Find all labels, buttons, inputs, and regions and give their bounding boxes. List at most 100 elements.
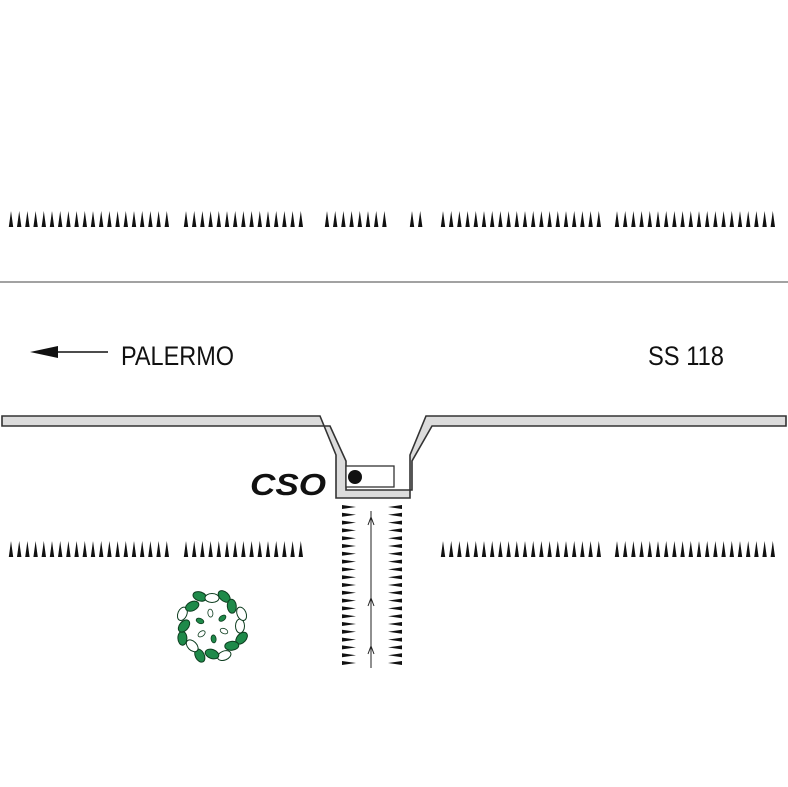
embankment-tick-icon <box>8 541 14 557</box>
embankment-tick-icon <box>216 541 221 557</box>
embankment-tick-icon <box>164 541 169 557</box>
station-dot-icon <box>348 470 362 484</box>
embankment-tick-icon <box>282 211 287 227</box>
road-label: SS 118 <box>648 341 724 371</box>
embankment-tick-icon <box>596 541 601 557</box>
embankment-tick-icon <box>265 541 271 557</box>
embankment-tick-icon <box>572 211 577 227</box>
embankment-tick-icon <box>123 211 128 227</box>
embankment-tick-icon <box>388 512 402 517</box>
embankment-tick-icon <box>342 528 356 533</box>
embankment-tick-icon <box>539 211 544 227</box>
tree-leaf <box>235 618 245 634</box>
embankment-tick-icon <box>721 211 726 227</box>
embankment-tick-icon <box>342 551 356 556</box>
embankment-tick-icon <box>224 211 230 227</box>
embankment-tick-icon <box>90 541 96 557</box>
embankment-tick-icon <box>457 541 462 557</box>
embankment-tick-icon <box>342 590 356 595</box>
embankment-tick-icon <box>631 541 636 557</box>
embankment-tick-icon <box>388 622 402 626</box>
embankment-tick-icon <box>233 541 238 557</box>
embankment-tick-icon <box>341 211 346 227</box>
embankment-tick-icon <box>770 541 775 557</box>
embankment-tick-icon <box>388 661 402 665</box>
embankment-tick-icon <box>746 541 751 557</box>
flow-arrow-icon <box>367 511 375 668</box>
embankment-tick-icon <box>208 541 213 557</box>
embankment-tick-icon <box>25 211 30 227</box>
embankment-tick-icon <box>342 505 356 509</box>
embankment-tick-icon <box>342 661 356 665</box>
embankment-tick-icon <box>506 541 511 557</box>
embankment-tick-icon <box>388 598 402 603</box>
embankment-bottom <box>8 541 775 557</box>
tree-leaf <box>224 640 240 651</box>
embankment-tick-icon <box>342 606 356 611</box>
embankment-tick-icon <box>208 211 213 227</box>
embankment-tick-icon <box>58 541 63 557</box>
embankment-tick-icon <box>572 541 577 557</box>
embankment-tick-icon <box>729 211 734 227</box>
embankment-tick-icon <box>514 211 519 227</box>
embankment-tick-icon <box>131 541 137 557</box>
embankment-tick-icon <box>388 559 402 564</box>
tree-leaf <box>195 617 205 625</box>
embankment-tick-icon <box>342 520 356 525</box>
embankment-tick-icon <box>17 211 22 227</box>
embankment-tick-icon <box>82 211 87 227</box>
embankment-tick-icon <box>66 541 71 557</box>
embankment-tick-icon <box>374 211 379 227</box>
embankment-tick-icon <box>639 211 644 227</box>
embankment-tick-icon <box>357 211 362 227</box>
embankment-tick-icon <box>342 645 356 650</box>
embankment-tick-icon <box>449 541 454 557</box>
embankment-tick-icon <box>623 541 628 557</box>
embankment-tick-icon <box>680 211 685 227</box>
embankment-tick-icon <box>192 211 197 227</box>
embankment-tick-icon <box>514 541 519 557</box>
embankment-tick-icon <box>409 211 415 227</box>
embankment-tick-icon <box>257 541 262 557</box>
embankment-tick-icon <box>762 211 767 227</box>
tree-leaf <box>185 639 199 653</box>
embankment-tick-icon <box>473 541 478 557</box>
embankment-tick-icon <box>107 541 112 557</box>
embankment-tick-icon <box>265 211 271 227</box>
embankment-tick-icon <box>224 541 230 557</box>
embankment-tick-icon <box>183 541 189 557</box>
embankment-tick-icon <box>680 541 685 557</box>
tree-leaf <box>197 630 206 638</box>
embankment-tick-icon <box>90 211 96 227</box>
tree-leaf <box>219 627 229 635</box>
embankment-tick-icon <box>388 505 402 509</box>
embankment-tick-icon <box>140 211 145 227</box>
embankment-tick-icon <box>672 541 677 557</box>
embankment-tick-icon <box>49 211 55 227</box>
embankment-tick-icon <box>473 211 478 227</box>
channel-banks <box>342 505 402 665</box>
embankment-tick-icon <box>457 211 462 227</box>
embankment-tick-icon <box>721 541 726 557</box>
embankment-tick-icon <box>490 541 495 557</box>
embankment-tick-icon <box>66 211 71 227</box>
tree-leaf <box>218 614 227 622</box>
embankment-tick-icon <box>490 211 495 227</box>
embankment-tick-icon <box>342 567 356 572</box>
embankment-tick-icon <box>647 541 652 557</box>
embankment-tick-icon <box>216 211 221 227</box>
embankment-tick-icon <box>298 541 303 557</box>
embankment-tick-icon <box>342 598 356 603</box>
embankment-tick-icon <box>41 211 46 227</box>
embankment-tick-icon <box>99 541 104 557</box>
embankment-tick-icon <box>342 629 356 634</box>
embankment-tick-icon <box>148 211 153 227</box>
embankment-tick-icon <box>563 211 569 227</box>
embankment-tick-icon <box>531 211 536 227</box>
embankment-tick-icon <box>388 575 402 580</box>
embankment-tick-icon <box>115 211 120 227</box>
embankment-tick-icon <box>249 541 254 557</box>
embankment-tick-icon <box>588 211 593 227</box>
embankment-tick-icon <box>74 211 79 227</box>
